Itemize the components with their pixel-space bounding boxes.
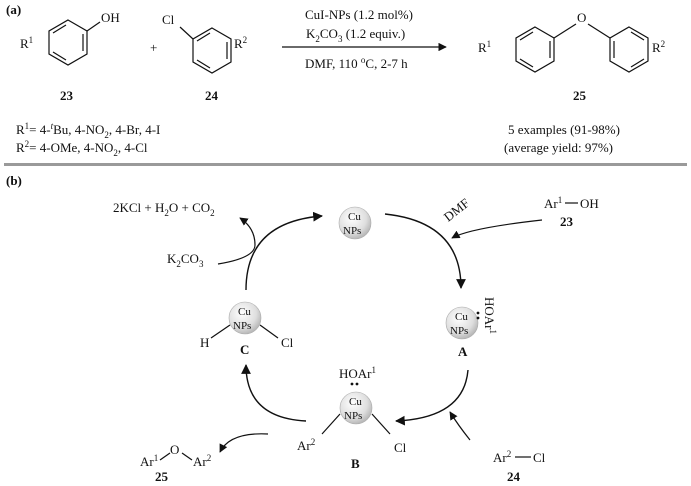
phenol-number-23: 23 <box>560 214 574 229</box>
catalytic-cycle <box>241 211 469 426</box>
svg-text:Cu: Cu <box>349 396 362 408</box>
r2-substituent-list: R2= 4-OMe, 4-NO2, 4-Cl <box>16 139 148 158</box>
nanoparticle-state-a: Cu NPs <box>445 306 479 340</box>
ether-bond-left <box>159 452 171 461</box>
conditions-base: K2CO3 (1.2 equiv.) <box>306 26 405 44</box>
phenol-formula: Ar1 <box>544 195 562 211</box>
conditions-catalyst: CuI-NPs (1.2 mol%) <box>305 7 413 22</box>
r1-substituent-list: R1= 4-tBu, 4-NO2, 4-Br, 4-I <box>16 121 160 140</box>
dmf-label: DMF <box>441 195 472 224</box>
svg-text:NPs: NPs <box>344 410 362 422</box>
lone-pair-dot <box>476 311 480 315</box>
lone-pair-dot <box>355 382 359 386</box>
examples-count: 5 examples (91-98%) <box>508 122 620 137</box>
r1-label-product: R1 <box>478 39 491 55</box>
state-c-h: H <box>200 335 209 350</box>
nanoparticle-free: Cu NPs <box>338 206 372 240</box>
conditions-solvent-temp: DMF, 110 oC, 2-7 h <box>305 55 408 71</box>
aryl-chloride-cl: Cl <box>533 450 546 465</box>
ether-ar2: Ar2 <box>193 453 211 469</box>
phenol-oh-group: OH <box>101 10 120 25</box>
compound-number-24: 24 <box>205 88 219 103</box>
svg-text:Cu: Cu <box>238 306 251 318</box>
phenol-structure <box>48 19 101 66</box>
state-c-h-bond <box>210 324 231 339</box>
aryl-chloride-cl-group: Cl <box>162 12 175 27</box>
arrow-ether-out <box>219 433 269 453</box>
base-k2co3: K2CO3 <box>167 251 204 269</box>
state-b-ligand: HOAr1 <box>339 365 376 381</box>
state-b-cl: Cl <box>394 440 407 455</box>
aryl-chloride-number-24: 24 <box>507 469 521 484</box>
lone-pair-dot <box>476 316 480 320</box>
cycle-arrow-c-to-np <box>245 211 323 291</box>
arrow-phenol-in <box>451 219 543 239</box>
state-a-tag: A <box>458 344 468 359</box>
r1-label-reactant: R1 <box>20 35 33 51</box>
nanoparticle-state-b: Cu NPs <box>339 391 373 425</box>
state-b-aryl: Ar2 <box>297 437 315 453</box>
state-c-tag: C <box>240 342 249 357</box>
ether-o: O <box>170 442 179 457</box>
r2-label-reactant: R2 <box>234 35 247 51</box>
svg-text:NPs: NPs <box>233 320 251 332</box>
ether-number-25: 25 <box>155 469 169 484</box>
svg-text:NPs: NPs <box>450 325 468 337</box>
cycle-arrow-b-to-c <box>241 364 307 422</box>
ether-ar1: Ar1 <box>140 453 158 469</box>
aryl-chloride-structure <box>179 26 232 74</box>
state-b-cl-bond <box>371 413 391 435</box>
compound-number-25: 25 <box>573 88 587 103</box>
compound-number-23: 23 <box>60 88 74 103</box>
state-b-aryl-bond <box>321 413 341 435</box>
svg-text:Cu: Cu <box>348 211 361 223</box>
arrow-arylchloride-in <box>449 411 471 441</box>
state-c-cl-bond <box>259 324 279 339</box>
panel-a-label: (a) <box>6 2 21 17</box>
aryl-chloride-formula: Ar2 <box>493 449 511 465</box>
state-a-ligand: HOAr1 <box>482 297 498 334</box>
svg-text:NPs: NPs <box>343 225 361 237</box>
phenol-oh: OH <box>580 196 599 211</box>
byproducts: 2KCl + H2O + CO2 <box>113 200 215 218</box>
diaryl-ether-structure <box>515 23 649 73</box>
branch-arrows <box>217 217 543 453</box>
ether-bond-right <box>181 452 193 461</box>
panel-divider <box>4 163 687 166</box>
panel-b-label: (b) <box>6 173 22 188</box>
nanoparticle-state-c: Cu NPs <box>228 301 262 335</box>
average-yield: (average yield: 97%) <box>504 140 613 155</box>
cycle-arrow-np-to-a <box>384 213 466 289</box>
lone-pair-dot <box>350 382 354 386</box>
arrow-release-byproducts <box>217 217 256 265</box>
svg-text:Cu: Cu <box>455 311 468 323</box>
r2-label-product: R2 <box>652 39 665 55</box>
cycle-arrow-a-to-b <box>395 369 469 426</box>
plus-sign: + <box>150 40 157 55</box>
ether-oxygen: O <box>577 10 586 25</box>
state-c-cl: Cl <box>281 335 294 350</box>
state-b-tag: B <box>351 456 360 471</box>
